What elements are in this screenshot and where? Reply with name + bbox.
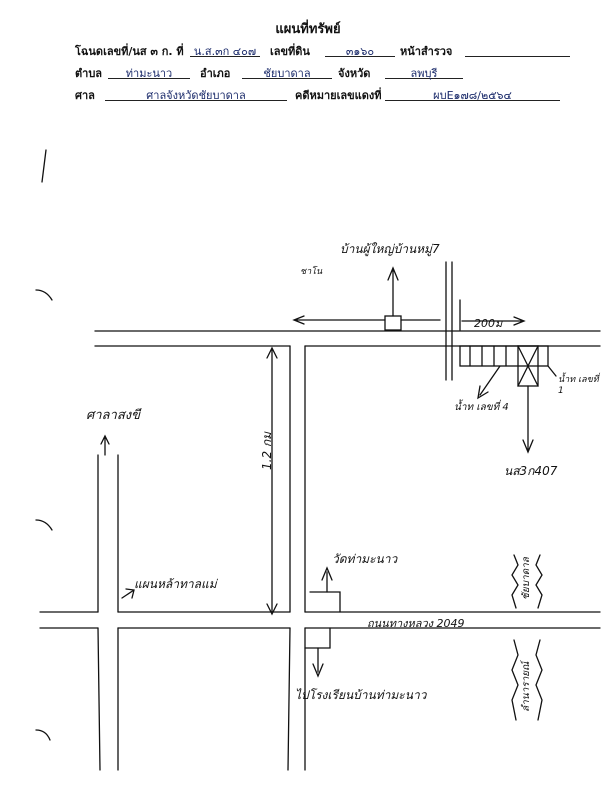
right-arrow-200m xyxy=(461,316,526,326)
land-no-label: เลขที่ดิน xyxy=(270,45,310,58)
left-arrow xyxy=(292,315,386,325)
district-value: ชัยบาดาล xyxy=(242,64,332,80)
label-temple: วัดท่ามะนาว xyxy=(332,552,398,566)
label-scribble: ชาโน xyxy=(300,267,323,277)
label-side-top: ชัยบาดาล xyxy=(521,557,532,600)
margin-mark xyxy=(35,729,51,741)
arrow-head-down xyxy=(266,603,278,616)
mango-plot-arrow xyxy=(121,588,135,599)
up-arrow-pavilion xyxy=(100,434,110,456)
case-label: คดีหมายเลขแดงที่ xyxy=(295,89,382,102)
province-value: ลพบุรี xyxy=(385,64,463,80)
up-arrow-village-head xyxy=(387,266,399,317)
court-label: ศาล xyxy=(75,89,95,102)
province-label: จังหวัด xyxy=(338,67,371,80)
subdistrict-value: ท่ามะนาว xyxy=(108,64,190,80)
neighbor-a-arrow xyxy=(477,365,501,400)
margin-mark xyxy=(35,519,53,531)
deed-value: น.ส.๓ก ๔๐๗ xyxy=(190,42,260,58)
label-neighbor-b: น้ำท เลขที่ 1 xyxy=(558,375,599,396)
village-head-house-icon xyxy=(384,315,402,331)
label-road-2049: ถนนทางหลวง 2049 xyxy=(367,617,465,630)
school-marker xyxy=(304,627,331,649)
case-value: ผบE๑๗๘/๒๕๖๔ xyxy=(385,86,560,102)
right-zigzag-bottom xyxy=(535,639,543,721)
label-target-parcel: นส3ก407 xyxy=(504,464,558,478)
court-value: ศาลจังหวัดชัยบาดาล xyxy=(105,86,287,102)
deed-label: โฉนดเลขที่/นส ๓ ก. ที่ xyxy=(75,45,184,58)
district-label: อำเภอ xyxy=(200,67,231,80)
label-side-bottom: ลำนารายณ์ xyxy=(521,661,532,712)
arrow-head-up xyxy=(266,346,278,359)
label-1-2km: 1.2 กม xyxy=(260,431,274,470)
temple-marker xyxy=(309,591,341,613)
survey-value xyxy=(465,42,570,57)
land-no-value: ๓๑๖๐ xyxy=(325,42,395,58)
label-neighbor-a: น้ำท เลขที่ 4 xyxy=(454,402,509,413)
left-lane-edge xyxy=(97,627,101,771)
neighbor-b-leader xyxy=(547,365,557,377)
document-title: แผนที่ทรัพย์ xyxy=(275,22,341,37)
survey-label: หน้าสำรวจ xyxy=(400,45,453,58)
down-arrow-school xyxy=(312,647,324,678)
label-school: ไปโรงเรียนบ้านท่ามะนาว xyxy=(295,688,427,702)
label-village-head-house: บ้านผู้ใหญ่บ้านหมู่7 xyxy=(340,242,440,256)
right-zigzag-bottom xyxy=(511,639,519,721)
parcel-hatch xyxy=(469,345,507,367)
up-arrow-temple xyxy=(321,566,333,593)
label-pavilion: ศาลาสงขี xyxy=(86,408,140,423)
right-zigzag-top xyxy=(535,554,543,609)
vertical-road-left-edge-lower xyxy=(287,627,291,771)
parcel-cross xyxy=(517,345,539,387)
label-200m: 200ม xyxy=(474,317,503,330)
down-arrow-target-parcel xyxy=(522,385,534,454)
margin-mark xyxy=(41,149,47,183)
subdistrict-label: ตำบล xyxy=(75,67,103,80)
right-zigzag-top xyxy=(511,554,519,609)
target-parcel-outline xyxy=(459,345,549,367)
label-mango-plot: แผนหล้าทาลแม่ xyxy=(134,577,217,591)
margin-mark xyxy=(35,289,53,301)
